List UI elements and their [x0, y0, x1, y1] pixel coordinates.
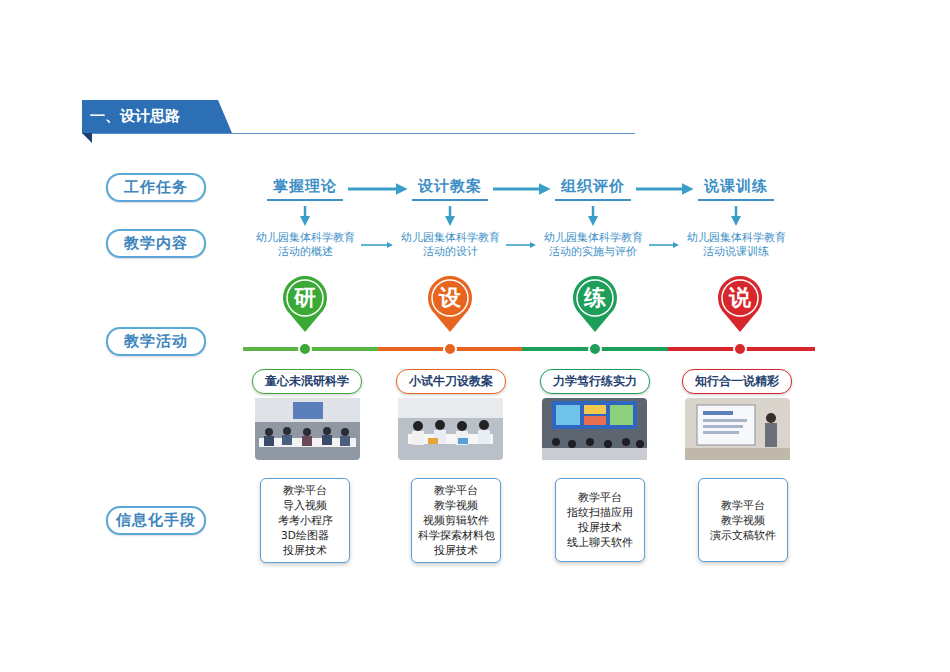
flow-arrow — [592, 206, 595, 223]
node-text: 设计教案 — [418, 177, 482, 196]
node-text: 教学平台 — [578, 490, 622, 505]
flow-arrow — [304, 206, 307, 223]
node-text: 考考小程序 — [278, 513, 333, 528]
node-text: 教学内容 — [108, 234, 204, 253]
classroom-photo — [542, 398, 647, 460]
node-text: 教学平台 — [721, 498, 765, 513]
node-text: 投屏技术 — [434, 543, 478, 558]
node-text: 演示文稿软件 — [710, 528, 776, 543]
task-box: 掌握理论 — [267, 177, 343, 201]
flow-arrow — [493, 188, 547, 191]
node-text: 投屏技术 — [578, 520, 622, 535]
timeline-dot — [299, 343, 311, 355]
title-tab — [82, 100, 232, 133]
content-box: 幼儿园集体科学教育活动的概述 — [254, 231, 356, 259]
section-title: 一、设计思路 — [90, 100, 180, 133]
flow-arrow — [449, 206, 452, 223]
activity-label: 小试牛刀设教案 — [396, 369, 506, 394]
title-rule — [82, 133, 635, 134]
row-label: 信息化手段 — [106, 506, 206, 535]
tool-list-box: 教学平台教学视频演示文稿软件 — [698, 478, 788, 562]
node-text: 幼儿园集体科学教育活动的设计 — [399, 231, 501, 259]
content-box: 幼儿园集体科学教育活动的设计 — [399, 231, 501, 259]
node-text: 工作任务 — [108, 178, 204, 197]
node-text: 投屏技术 — [283, 543, 327, 558]
node-text: 说课训练 — [704, 177, 768, 196]
node-text: 幼儿园集体科学教育活动的概述 — [254, 231, 356, 259]
node-text: 练 — [572, 276, 618, 320]
node-text: 教学活动 — [108, 332, 204, 351]
row-label: 教学内容 — [106, 229, 206, 258]
node-text: 研 — [282, 276, 328, 320]
node-text: 教学平台 — [283, 483, 327, 498]
timeline-dot — [589, 343, 601, 355]
node-text: 小试牛刀设教案 — [397, 373, 505, 390]
node-text: 力学笃行练实力 — [541, 373, 649, 390]
node-text: 指纹扫描应用 — [567, 505, 633, 520]
classroom-photo — [685, 398, 790, 460]
content-box: 幼儿园集体科学教育活动说课训练 — [685, 231, 787, 259]
content-box: 幼儿园集体科学教育活动的实施与评价 — [542, 231, 644, 259]
activity-badge: 说 — [717, 276, 763, 334]
tool-list-box: 教学平台指纹扫描应用投屏技术线上聊天软件 — [555, 478, 645, 562]
tool-list-box: 教学平台教学视频视频剪辑软件科学探索材料包投屏技术 — [411, 478, 501, 563]
flow-arrow — [348, 188, 404, 191]
tool-list-box: 教学平台导入视频考考小程序3D绘图器投屏技术 — [260, 478, 350, 563]
node-text: 信息化手段 — [108, 511, 204, 530]
classroom-photo — [398, 398, 503, 460]
classroom-photo — [255, 398, 360, 460]
activity-badge: 研 — [282, 276, 328, 334]
badge-pin — [283, 276, 327, 332]
activity-label: 力学笃行练实力 — [540, 369, 650, 394]
flow-arrow — [506, 244, 534, 246]
badge-pin — [573, 276, 617, 332]
node-text: 教学视频 — [434, 498, 478, 513]
node-text: 幼儿园集体科学教育活动的实施与评价 — [542, 231, 644, 259]
timeline-dot — [734, 343, 746, 355]
node-text: 组织评价 — [561, 177, 625, 196]
node-text: 3D绘图器 — [281, 528, 329, 543]
row-label: 教学活动 — [106, 327, 206, 356]
flow-arrow — [361, 244, 391, 246]
flow-arrow — [649, 244, 677, 246]
node-text: 知行合一说精彩 — [683, 373, 791, 390]
node-text: 设 — [427, 276, 473, 320]
node-text: 教学平台 — [434, 483, 478, 498]
activity-label: 童心未泯研科学 — [252, 369, 362, 394]
badge-pin — [718, 276, 762, 332]
task-box: 设计教案 — [412, 177, 488, 201]
timeline-dot — [444, 343, 456, 355]
task-box: 说课训练 — [698, 177, 774, 201]
node-text: 幼儿园集体科学教育活动说课训练 — [685, 231, 787, 259]
row-label: 工作任务 — [106, 173, 206, 202]
node-text: 视频剪辑软件 — [423, 513, 489, 528]
node-text: 教学视频 — [721, 513, 765, 528]
activity-badge: 练 — [572, 276, 618, 334]
title-fold — [82, 133, 92, 143]
flow-arrow — [735, 206, 738, 223]
node-text: 科学探索材料包 — [418, 528, 495, 543]
node-text: 导入视频 — [283, 498, 327, 513]
activity-badge: 设 — [427, 276, 473, 334]
flow-arrow — [636, 188, 690, 191]
badge-pin — [428, 276, 472, 332]
node-text: 说 — [717, 276, 763, 320]
node-text: 掌握理论 — [273, 177, 337, 196]
activity-label: 知行合一说精彩 — [682, 369, 792, 394]
node-text: 童心未泯研科学 — [253, 373, 361, 390]
task-box: 组织评价 — [555, 177, 631, 201]
node-text: 线上聊天软件 — [567, 535, 633, 550]
